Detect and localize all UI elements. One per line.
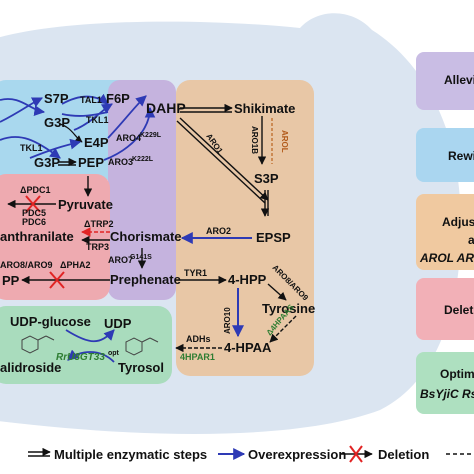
label-s7p: S7P (44, 91, 69, 106)
panel-rewire (416, 128, 474, 182)
arrow-tkl1-d (29, 138, 82, 159)
enzyme-ugt: RrU8GT33 (56, 352, 105, 363)
label-shikimate: Shikimate (234, 101, 295, 116)
panel-adjust-italic: AROL ARO (419, 251, 474, 265)
legend: Multiple enzymatic steps Overexpression … (28, 445, 474, 463)
panel-adjust-label: Adjust (442, 215, 474, 229)
enzyme-tkl1-low: TKL1 (20, 143, 43, 153)
enzyme-tyr1: TYR1 (184, 268, 207, 278)
panel-adjust-sub: a (468, 233, 474, 247)
deletion-cross-pha2 (49, 271, 65, 289)
label-udp-glucose: UDP-glucose (10, 314, 91, 329)
panel-adjust (416, 194, 474, 270)
enzyme-aro8-aro9-left: ARO8/ARO9 (0, 260, 53, 270)
panel-deletion-label: Deleti (444, 303, 474, 317)
enzyme-trp3: TRP3 (86, 242, 109, 252)
enzyme-arol: AROL (280, 130, 289, 153)
enzyme-pdc6: PDC6 (22, 217, 46, 227)
enzyme-dtrp2: ΔTRP2 (84, 219, 113, 229)
enzyme-aro1b: ARO1B (250, 126, 259, 154)
label-udp: UDP (104, 316, 132, 331)
arrow-pep-dahp (103, 106, 156, 161)
legend-del-label: Deletion (378, 447, 429, 462)
enzyme-aro2: ARO2 (206, 226, 231, 236)
glucoside-box (0, 306, 172, 384)
label-s3p: S3P (254, 171, 279, 186)
enzyme-aro4: ARO4 (116, 133, 141, 143)
label-pyruvate: Pyruvate (58, 197, 113, 212)
label-dahp: DAHP (146, 100, 186, 116)
label-e4p: E4P (84, 135, 109, 150)
enzyme-adhs: ADHs (186, 334, 211, 344)
enzyme-ugt-sup: opt (108, 350, 120, 357)
enzyme-aro4-mut: K229L (140, 132, 162, 139)
arrow-tkl1-c (0, 136, 61, 159)
enzyme-aro7-mut: G141S (130, 254, 152, 261)
enzyme-aro3: ARO3 (108, 157, 133, 167)
legend-del-cross (349, 445, 363, 463)
label-g3p: G3P (34, 155, 60, 170)
label-hpp: 4-HPP (228, 272, 267, 287)
label-epsp: EPSP (256, 230, 291, 245)
arrow-tal1 (61, 93, 109, 105)
deletion-box (0, 174, 110, 300)
arrow-tyrosine-hpaa (269, 315, 297, 343)
label-tyrosine: Tyrosine (262, 301, 315, 316)
arrow-ppp-2 (0, 97, 43, 123)
enzyme-dpha2: ΔPHA2 (60, 260, 90, 270)
arrow-tyrosol-salidroside (67, 349, 115, 363)
enzyme-dpdc1: ΔPDC1 (20, 185, 50, 195)
enzyme-aro7: ARO7 (108, 255, 133, 265)
enzyme-tal1: TAL1 (80, 95, 102, 105)
label-salidroside: alidroside (0, 360, 61, 375)
label-pp: PP (2, 273, 20, 288)
panel-optimize (416, 352, 474, 414)
arrow-hpp-tyrosine (267, 283, 287, 301)
arrow-ppp-1 (0, 98, 46, 116)
aromatic-box (176, 80, 314, 376)
arrow-dahp-epsp-2 (176, 120, 266, 204)
tyrosol-structure-icon (125, 337, 159, 356)
label-prephenate: Prephenate (110, 272, 181, 287)
panel-deletion (416, 278, 474, 340)
enzyme-hpar1: 4HPAR1 (180, 352, 215, 362)
panel-rewire-label: Rewi (448, 149, 474, 163)
panel-alleviate (416, 52, 474, 110)
enzyme-aro3-mut: K222L (132, 156, 154, 163)
legend-over-label: Overexpression (248, 447, 346, 462)
label-pep: PEP (78, 155, 104, 170)
label-g3p-top: G3P (44, 115, 70, 130)
shikimate-box (108, 80, 176, 300)
arrow-tkl1-b (73, 103, 113, 131)
label-f6p: F6P (106, 91, 130, 106)
enzyme-pdc5: PDC5 (22, 208, 46, 218)
label-tyrosol: Tyrosol (118, 360, 164, 375)
panel-optimize-label: Optimiz (440, 367, 474, 381)
panel-alleviate-label: Allevia (444, 73, 474, 87)
arrow-e4p-dahp (107, 95, 147, 139)
label-chorismate: Chorismate (110, 229, 182, 244)
arrow-dahp-epsp (179, 117, 269, 201)
panel-optimize-italic: BsYjiC RsU (420, 387, 474, 401)
deletion-cross-pdc1 (25, 195, 41, 213)
arrow-udp (65, 329, 115, 343)
enzyme-aro10: ARO10 (223, 307, 232, 334)
legend-multi-label: Multiple enzymatic steps (54, 447, 207, 462)
label-hpaa: 4-HPAA (224, 340, 272, 355)
salidroside-structure-icon (21, 335, 55, 354)
enzyme-tkl1-mid: TKL1 (86, 115, 109, 125)
label-anthranilate: anthranilate (0, 229, 74, 244)
